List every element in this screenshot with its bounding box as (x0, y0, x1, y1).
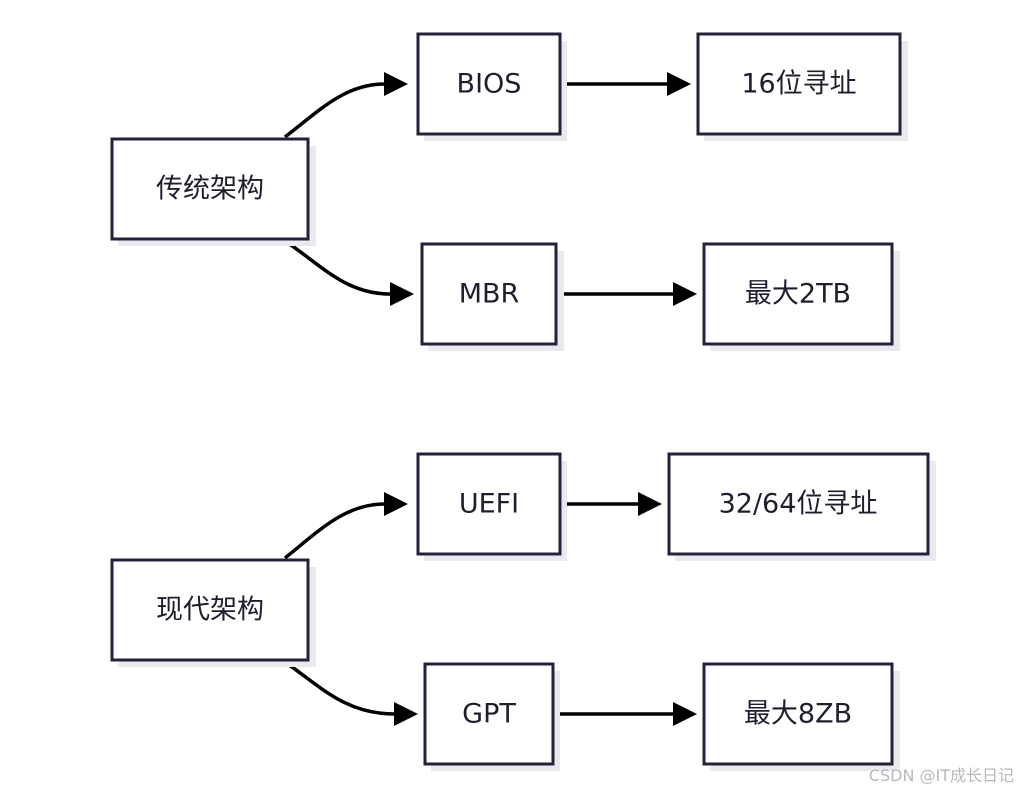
node-max-2tb: 最大2TB (702, 242, 900, 351)
edge-legacy-to-bios (283, 82, 386, 139)
arrowhead-uefi-to-result (638, 492, 662, 516)
group-legacy: 传统架构 BIOS 16位寻址 MBR 最大2TB (110, 32, 908, 351)
node-legacy-architecture-label: 传统架构 (156, 174, 264, 205)
node-uefi: UEFI (416, 452, 567, 561)
watermark: CSDN @IT成长日记 (868, 766, 1014, 785)
arrowhead-legacy-to-bios (384, 72, 408, 96)
arrowhead-modern-to-uefi (384, 492, 408, 516)
node-bios: BIOS (416, 32, 567, 141)
node-gpt-label: GPT (462, 699, 516, 730)
node-32-64bit-addressing: 32/64位寻址 (667, 452, 936, 561)
node-max-2tb-label: 最大2TB (745, 279, 851, 310)
arrowhead-modern-to-gpt (394, 702, 418, 726)
node-max-8zb-label: 最大8ZB (744, 699, 852, 730)
node-16bit-addressing: 16位寻址 (696, 32, 908, 141)
node-mbr: MBR (420, 242, 564, 351)
node-legacy-architecture: 传统架构 (110, 137, 316, 246)
edge-modern-to-gpt (284, 660, 395, 716)
group-modern: 现代架构 UEFI 32/64位寻址 GPT 最大8ZB (110, 452, 936, 771)
edge-legacy-to-mbr (284, 239, 391, 296)
arrowhead-bios-to-result (667, 72, 691, 96)
arrowhead-legacy-to-mbr (390, 282, 414, 306)
arrowhead-gpt-to-result (673, 702, 697, 726)
arrowhead-mbr-to-result (673, 282, 697, 306)
edge-modern-to-uefi (283, 502, 386, 560)
node-max-8zb: 最大8ZB (702, 662, 900, 771)
node-modern-architecture: 现代架构 (110, 558, 316, 667)
node-uefi-label: UEFI (459, 489, 519, 520)
node-modern-architecture-label: 现代架构 (156, 595, 264, 626)
node-mbr-label: MBR (459, 279, 520, 310)
node-16bit-addressing-label: 16位寻址 (741, 69, 856, 100)
node-gpt: GPT (423, 662, 560, 771)
node-bios-label: BIOS (457, 69, 522, 100)
node-32-64bit-addressing-label: 32/64位寻址 (719, 489, 878, 520)
